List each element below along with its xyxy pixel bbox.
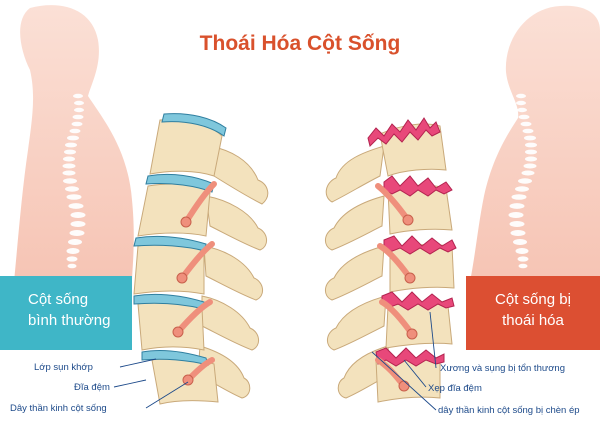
diagram-title: Thoái Hóa Cột Sống <box>199 32 401 55</box>
healthy-spine <box>133 113 269 405</box>
healthy-small-spine <box>62 93 86 269</box>
label-cartilage: Lớp sụn khớp <box>34 362 93 373</box>
label-compressed-nerve: dây thần kinh cột sống bị chèn ép <box>438 405 580 416</box>
degenerated-body-silhouette <box>470 5 600 282</box>
label-collapsed-disc: Xẹp đĩa đệm <box>428 383 482 394</box>
healthy-panel-line1: Cột sống <box>28 291 89 308</box>
healthy-panel-line2: bình thường <box>28 312 111 329</box>
degenerated-spine <box>325 117 457 403</box>
degenerated-small-spine <box>508 93 537 269</box>
degenerated-spine-panel: Cột sống bị thoái hóa <box>466 276 600 350</box>
degenerated-panel-line1: Cột sống bị <box>495 291 571 308</box>
healthy-body-silhouette <box>14 5 134 282</box>
healthy-spine-panel: Cột sống bình thường <box>0 276 132 350</box>
label-damaged-bone: Xương và sụng bị tổn thương <box>440 363 566 374</box>
label-disc: Đĩa đệm <box>74 382 110 393</box>
label-leader-lines <box>113 311 437 411</box>
label-spinal-nerve: Dây thần kinh cột sống <box>10 403 107 414</box>
degenerated-panel-line2: thoái hóa <box>502 312 564 329</box>
